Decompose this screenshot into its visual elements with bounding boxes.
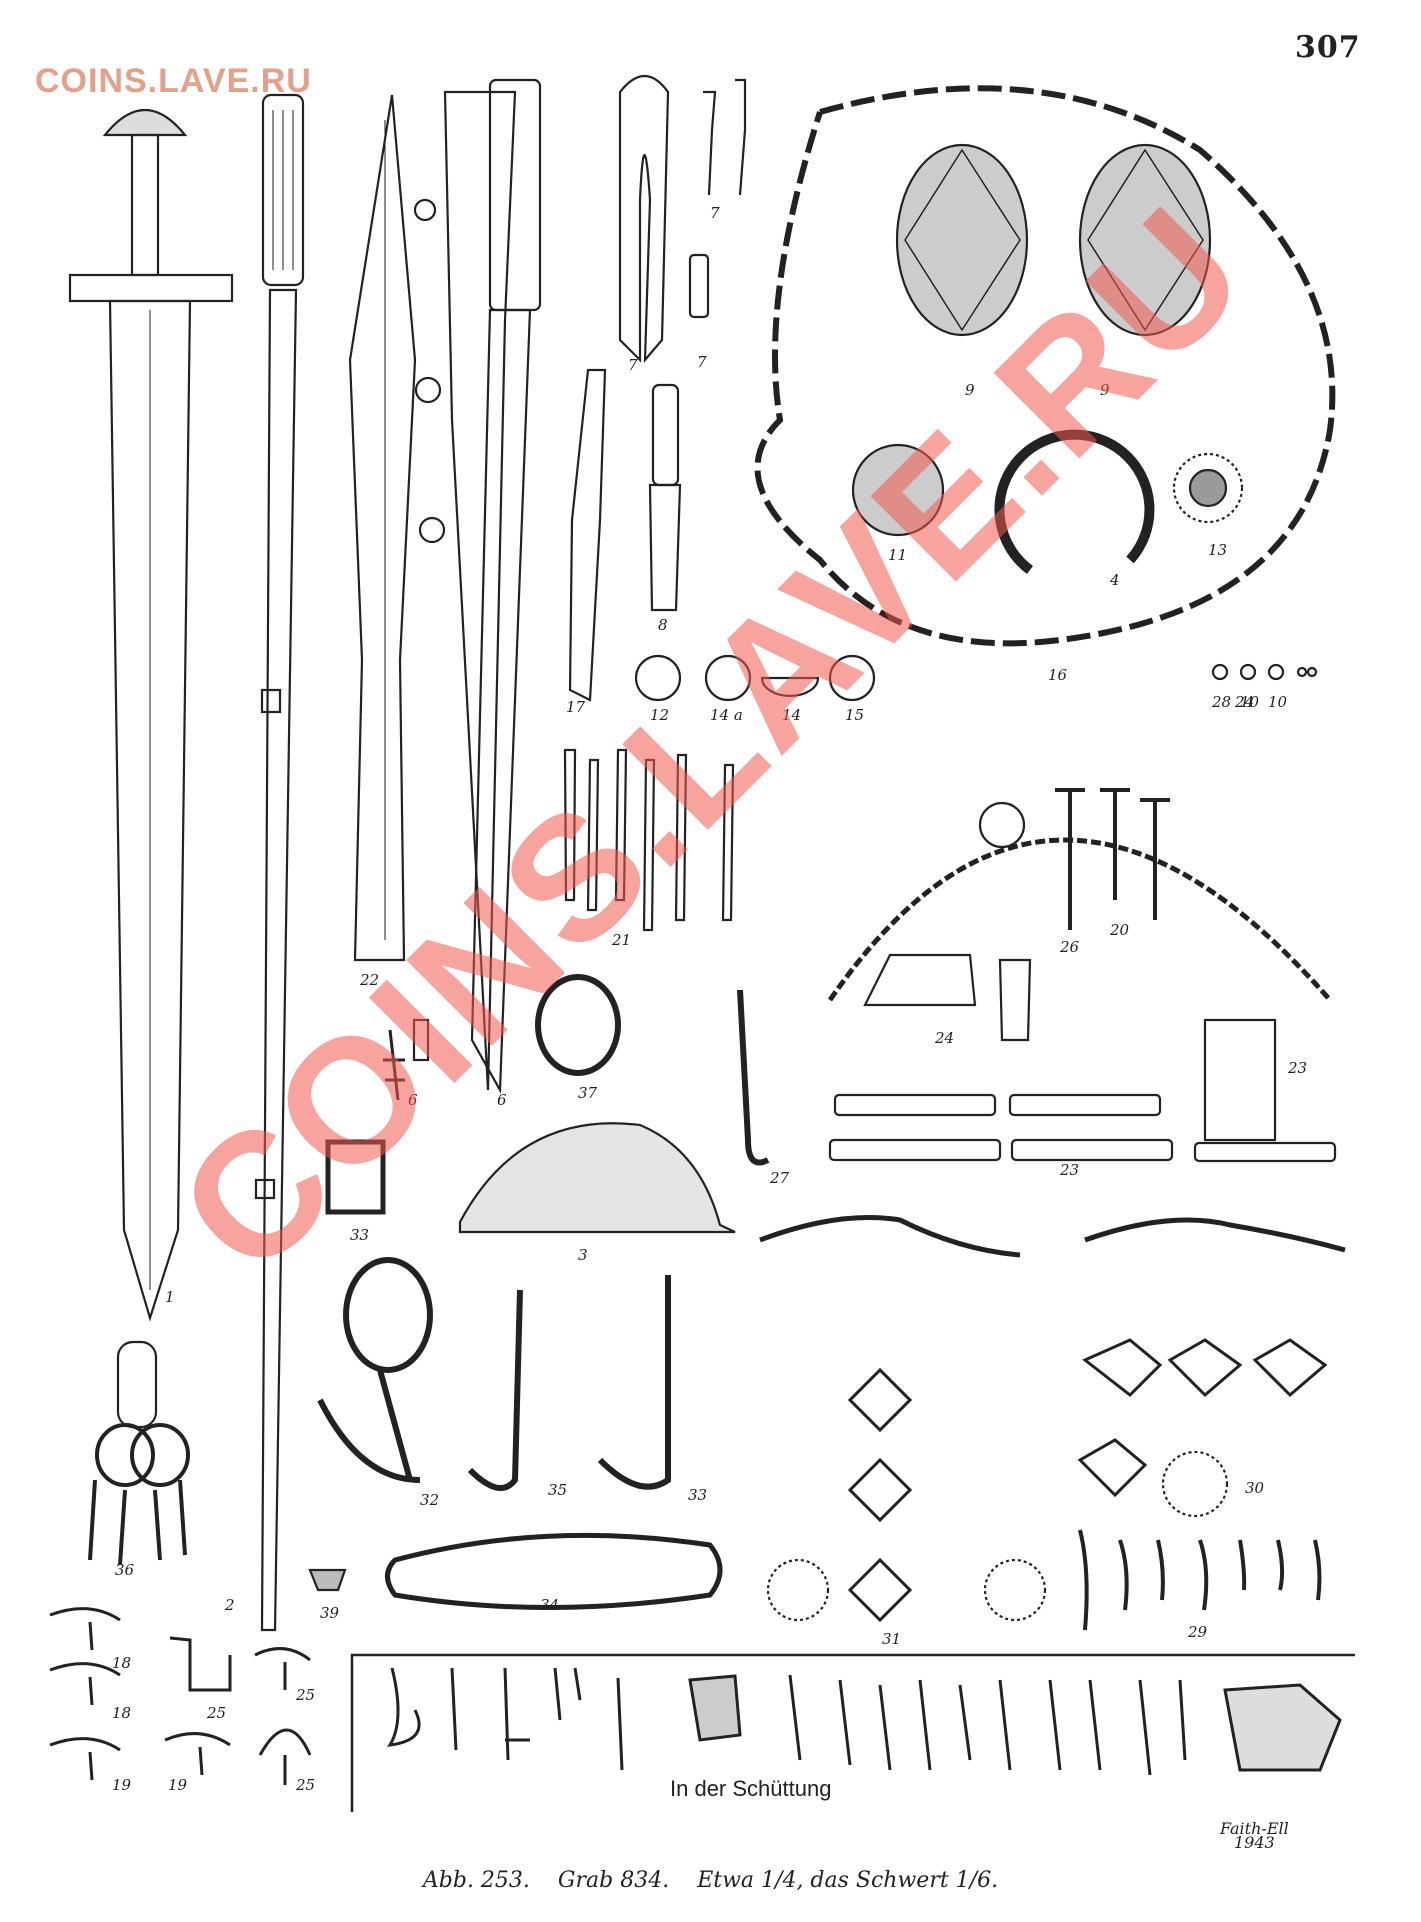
- label-7b: 7: [628, 356, 638, 374]
- label-28: 28: [1211, 693, 1231, 711]
- label-23a: 23: [1287, 1059, 1307, 1077]
- bucket-handle-drawing: [827, 837, 1332, 1002]
- label-4: 4: [1109, 571, 1120, 589]
- seax-drawing: [383, 78, 542, 1101]
- label-30: 30: [1245, 1479, 1265, 1497]
- label-12: 12: [650, 706, 669, 724]
- signature-name: Faith-Ell: [1220, 1819, 1289, 1838]
- label-21: 21: [611, 931, 631, 949]
- label-13: 13: [1208, 541, 1227, 559]
- label-25a: 25: [206, 1704, 226, 1722]
- fill-finds-frame: [350, 1653, 1355, 1812]
- label-7a: 7: [710, 204, 720, 222]
- label-10a: 10: [1240, 693, 1260, 711]
- label-25b: 25: [295, 1686, 315, 1704]
- label-19b: 19: [168, 1776, 188, 1794]
- loop-handle-drawing: [385, 1532, 723, 1610]
- spear-shaft-drawing: [254, 93, 305, 1632]
- bead-row-drawing: [634, 654, 1318, 702]
- label-29: 29: [1187, 1623, 1208, 1641]
- disc-brooch-drawing: [851, 443, 945, 537]
- label-27: 27: [769, 1169, 790, 1187]
- label-26: 26: [1059, 938, 1080, 956]
- shield-boss-drawing: [458, 1122, 736, 1234]
- label-34: 34: [540, 1596, 559, 1614]
- caption-figure: Abb. 253.: [422, 1868, 530, 1893]
- label-18b: 18: [112, 1704, 131, 1722]
- sword-drawing: [68, 109, 234, 1322]
- bucket-mounts-drawing: [759, 1215, 1346, 1631]
- chain-drawing: [88, 1340, 190, 1566]
- label-31: 31: [882, 1630, 901, 1648]
- label-17: 17: [566, 698, 586, 716]
- iron-strips-drawing: [828, 1093, 1337, 1163]
- label-14a: 14 a: [710, 706, 743, 724]
- caption-grave: Grab 834.: [557, 1868, 670, 1893]
- label-18a: 18: [112, 1654, 131, 1672]
- caption-scale: Etwa 1/4, das Schwert 1/6.: [697, 1868, 999, 1893]
- oval-brooch-drawing: [895, 143, 1212, 337]
- label-24a: 24: [1234, 693, 1254, 711]
- label-36: 36: [115, 1561, 135, 1579]
- small-fittings-drawing: [49, 1607, 312, 1785]
- label-9a: 9: [965, 381, 975, 399]
- label-1: 1: [165, 1288, 175, 1306]
- label-6b: 6: [497, 1091, 507, 1109]
- label-37: 37: [578, 1084, 598, 1102]
- label-9b: 9: [1100, 381, 1110, 399]
- artist-signature: Faith-Ell 1943: [1220, 1819, 1289, 1852]
- hook-drawing: [737, 989, 770, 1166]
- label-10b: 10: [1268, 693, 1288, 711]
- label-7c: 7: [697, 353, 707, 371]
- label-24b: 24: [934, 1029, 954, 1047]
- site-watermark-link: COINS.LAVE.RU: [35, 62, 312, 100]
- fill-finds-drawing: [387, 1667, 1342, 1776]
- label-14: 14: [782, 706, 801, 724]
- label-25c: 25: [295, 1776, 315, 1794]
- shears-drawing: [618, 75, 747, 364]
- label-33a: 33: [350, 1226, 369, 1244]
- page-number: 307: [1295, 30, 1361, 65]
- spearhead-drawing: [348, 94, 417, 962]
- label-16: 16: [1048, 666, 1068, 684]
- label-22: 22: [359, 971, 379, 989]
- label-6a: 6: [408, 1091, 418, 1109]
- label-32: 32: [420, 1491, 439, 1509]
- label-19a: 19: [112, 1776, 132, 1794]
- label-20: 20: [1109, 921, 1130, 939]
- label-15: 15: [845, 706, 864, 724]
- arrowheads-drawing: [563, 748, 735, 932]
- label-2: 2: [224, 1596, 235, 1614]
- label-23b: 23: [1059, 1161, 1079, 1179]
- penannular-brooch-drawing: [994, 429, 1155, 575]
- label-35: 35: [548, 1481, 567, 1499]
- label-3: 3: [578, 1246, 588, 1264]
- fill-finds-label: In der Schüttung: [670, 1776, 832, 1801]
- iron-hooks-drawing: [317, 1257, 671, 1491]
- bead-necklace-drawing: [754, 85, 1336, 647]
- label-8: 8: [658, 616, 668, 634]
- signature-year: 1943: [1234, 1833, 1275, 1852]
- figure-caption: Abb. 253. Grab 834. Etwa 1/4, das Schwert …: [0, 1868, 1421, 1893]
- label-33b: 33: [688, 1486, 707, 1504]
- label-11: 11: [888, 546, 907, 564]
- rivets-drawing: [863, 788, 1170, 1042]
- label-39: 39: [320, 1604, 340, 1622]
- knife-drawing: [568, 368, 682, 702]
- ring-drawing: [535, 974, 621, 1076]
